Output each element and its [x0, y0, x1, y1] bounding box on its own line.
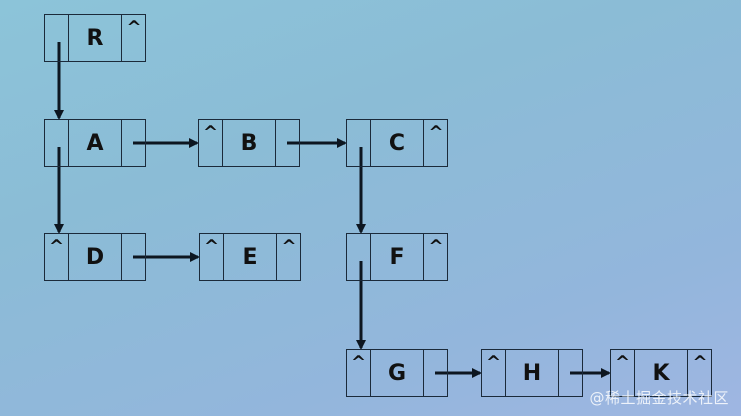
- node-c-left-pointer: [347, 120, 371, 166]
- node-f-right-pointer: ^: [428, 236, 444, 257]
- node-c-right-pointer: ^: [428, 122, 444, 143]
- node-d-left-pointer: ^: [45, 234, 69, 280]
- node-e: ^ E ^: [199, 233, 301, 281]
- node-k: ^ K ^: [610, 349, 712, 397]
- node-h: ^ H: [481, 349, 583, 397]
- node-k-left-pointer: ^: [611, 350, 635, 396]
- node-k-label: K: [635, 350, 688, 396]
- node-e-label: E: [224, 234, 277, 280]
- node-d: ^ D: [44, 233, 146, 281]
- node-h-label: H: [506, 350, 559, 396]
- node-d-label: D: [69, 234, 122, 280]
- node-r: R ^: [44, 14, 146, 62]
- node-f-label: F: [371, 234, 424, 280]
- node-a-right-pointer: [122, 120, 146, 166]
- node-h-right-pointer: [559, 350, 583, 396]
- node-a: A: [44, 119, 146, 167]
- node-b-label: B: [223, 120, 276, 166]
- node-c-label: C: [371, 120, 424, 166]
- node-h-left-pointer: ^: [482, 350, 506, 396]
- node-g: ^ G: [346, 349, 448, 397]
- node-r-right-pointer: ^: [126, 17, 142, 38]
- node-a-left-pointer: [45, 120, 69, 166]
- node-d-right-pointer: [122, 234, 146, 280]
- node-g-right-pointer: [424, 350, 448, 396]
- node-f-left-pointer: [347, 234, 371, 280]
- node-k-right-pointer: ^: [692, 352, 708, 373]
- node-r-left-pointer: [45, 15, 69, 61]
- watermark: @稀土掘金技术社区: [589, 389, 729, 407]
- node-b-right-pointer: [276, 120, 300, 166]
- node-c: C ^: [346, 119, 448, 167]
- node-b-left-pointer: ^: [199, 120, 223, 166]
- node-e-left-pointer: ^: [200, 234, 224, 280]
- node-g-label: G: [371, 350, 424, 396]
- node-a-label: A: [69, 120, 122, 166]
- node-e-right-pointer: ^: [281, 236, 297, 257]
- node-g-left-pointer: ^: [347, 350, 371, 396]
- node-f: F ^: [346, 233, 448, 281]
- node-r-label: R: [69, 15, 122, 61]
- node-b: ^ B: [198, 119, 300, 167]
